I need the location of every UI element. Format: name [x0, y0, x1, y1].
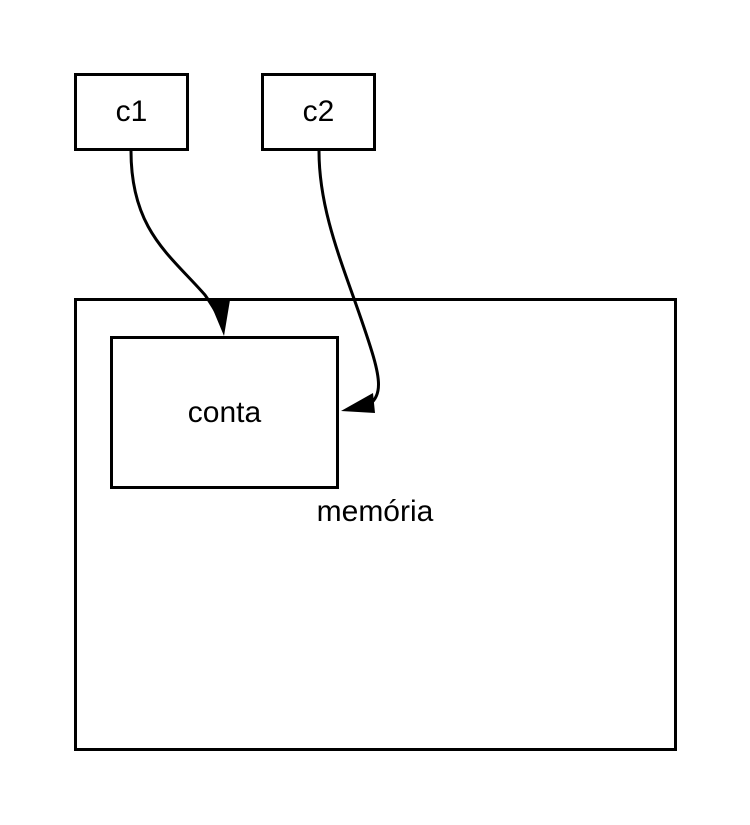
conta-box: conta — [110, 336, 339, 489]
c2-label: c2 — [302, 95, 335, 128]
c1-box: c1 — [74, 73, 189, 151]
memory-label: memória — [316, 495, 434, 528]
arrow-c1-to-conta — [129, 150, 220, 317]
conta-label: conta — [187, 395, 262, 429]
c2-box: c2 — [261, 73, 376, 151]
c1-label: c1 — [115, 95, 148, 128]
